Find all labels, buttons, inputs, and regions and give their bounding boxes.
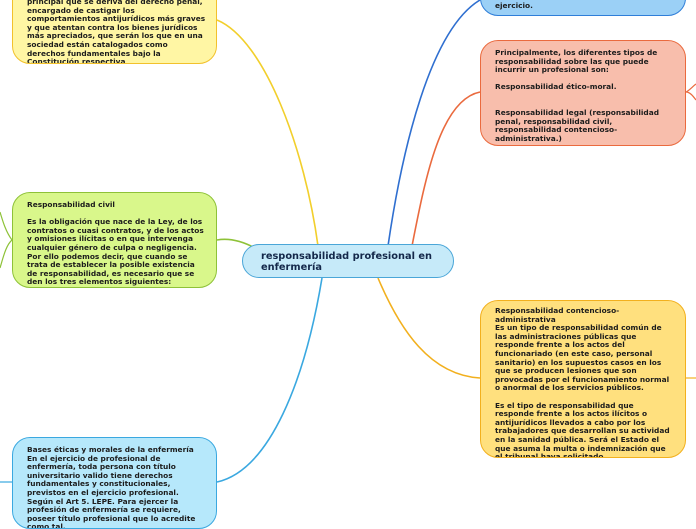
topic-text: ejercicio. xyxy=(495,1,533,10)
link-civil-children-2 xyxy=(0,211,13,241)
link-penal xyxy=(216,19,319,247)
link-blue-top xyxy=(387,0,481,247)
link-civil-children xyxy=(0,239,13,269)
topic-tipos-responsabilidad[interactable]: Principalmente, los diferentes tipos de … xyxy=(480,40,686,146)
link-contencioso xyxy=(377,277,481,379)
topic-bases-eticas[interactable]: Bases éticas y morales de la enfermería … xyxy=(12,437,217,529)
topic-responsabilidad-penal[interactable]: principal que se deriva del derecho pena… xyxy=(12,0,217,64)
topic-responsabilidad-civil[interactable]: Responsabilidad civil Es la obligación q… xyxy=(12,192,217,288)
topic-text: Responsabilidad contencioso-administrati… xyxy=(495,306,670,458)
topic-text: Principalmente, los diferentes tipos de … xyxy=(495,48,659,143)
topic-contencioso-administrativa[interactable]: Responsabilidad contencioso-administrati… xyxy=(480,300,686,458)
link-eticas xyxy=(216,277,323,483)
link-tipos xyxy=(411,91,481,247)
link-tipos-child-2 xyxy=(685,83,696,93)
topic-text: Responsabilidad civil Es la obligación q… xyxy=(27,200,204,287)
central-topic-title: responsabilidad profesional en enfermerí… xyxy=(261,251,432,273)
topic-blue-partial[interactable]: ejercicio. xyxy=(480,0,686,16)
topic-text: Bases éticas y morales de la enfermería … xyxy=(27,445,196,529)
topic-text: principal que se deriva del derecho pena… xyxy=(27,0,206,64)
central-topic[interactable]: responsabilidad profesional en enfermerí… xyxy=(242,244,454,278)
link-tipos-child xyxy=(685,91,696,101)
